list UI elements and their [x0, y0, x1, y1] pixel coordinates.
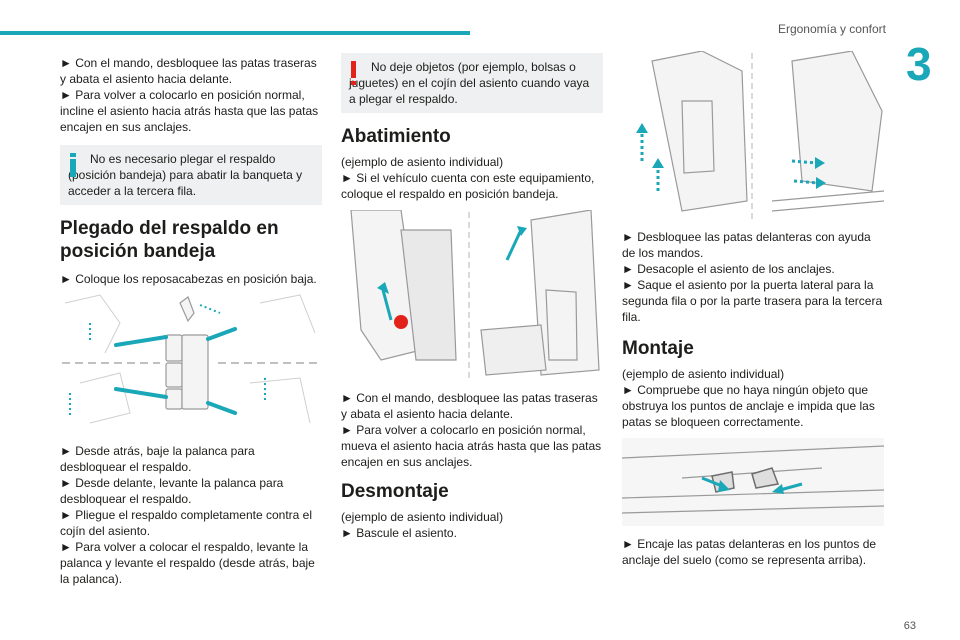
seat-tilt-illustration: [350, 210, 600, 378]
paragraph: ► Desbloquee las patas delanteras con ay…: [622, 230, 871, 260]
paragraph: ► Con el mando, desbloquee las patas tra…: [341, 391, 598, 421]
chapter-tab: 3: [900, 38, 960, 91]
page-number: 63: [903, 620, 916, 632]
paragraph: ► Desacople el asiento de los anclajes.: [622, 262, 835, 276]
seat-anchoring-illustration: [622, 445, 884, 514]
warning-note: No deje objetos (por ejemplo, bolsas o j…: [341, 53, 603, 113]
section-heading: Montaje: [622, 338, 694, 359]
subheading: (ejemplo de asiento individual): [622, 367, 785, 381]
info-icon: [70, 153, 76, 177]
seat-back-folding-illustration: [62, 294, 320, 424]
section-heading: Abatimiento: [341, 126, 451, 147]
paragraph: ► Saque el asiento por la puerta lateral…: [622, 278, 883, 324]
paragraph: ► Compruebe que no haya ningún objeto qu…: [622, 383, 875, 429]
paragraph: ► Para volver a colocarlo en posición no…: [60, 88, 319, 134]
column-2: No deje objetos (por ejemplo, bolsas o j…: [341, 53, 603, 541]
paragraph: ► Para volver a colocar el respaldo, lev…: [60, 540, 315, 586]
paragraph: ► Encaje las patas delanteras en los pun…: [622, 537, 877, 567]
section-heading: Desmontaje: [341, 481, 449, 502]
section-heading: Plegado del respaldo en posición bandeja: [60, 218, 279, 262]
figure-seat-anchoring: [622, 438, 884, 526]
warning-icon: [351, 61, 357, 85]
subheading: (ejemplo de asiento individual): [341, 155, 504, 169]
figure-seat-back-folding: [60, 293, 322, 433]
figure-seat-tilt: [341, 210, 603, 380]
paragraph: ► Con el mando, desbloquee las patas tra…: [60, 56, 317, 86]
warning-note-text: No deje objetos (por ejemplo, bolsas o j…: [349, 60, 590, 106]
column-1: ► Con el mando, desbloquee las patas tra…: [60, 55, 322, 587]
info-note: No es necesario plegar el respaldo (posi…: [60, 145, 322, 205]
paragraph: ► Pliegue el respaldo completamente cont…: [60, 508, 313, 538]
seat-removal-illustration: [636, 51, 884, 219]
figure-seat-removal: [622, 51, 884, 221]
chapter-number: 3: [906, 38, 932, 90]
paragraph: ► Bascule el asiento.: [341, 526, 457, 540]
section-title: Ergonomía y confort: [777, 22, 886, 36]
paragraph: ► Desde atrás, baje la palanca para desb…: [60, 444, 255, 474]
paragraph: ► Desde delante, levante la palanca para…: [60, 476, 284, 506]
paragraph: ► Para volver a colocarlo en posición no…: [341, 423, 602, 469]
subheading: (ejemplo de asiento individual): [341, 510, 504, 524]
column-3: ► Desbloquee las patas delanteras con ay…: [622, 51, 884, 568]
header-accent-rule: [0, 31, 470, 35]
info-note-text: No es necesario plegar el respaldo (posi…: [68, 152, 303, 198]
paragraph: ► Coloque los reposacabezas en posición …: [60, 272, 317, 286]
paragraph: ► Si el vehículo cuenta con este equipam…: [341, 171, 595, 201]
